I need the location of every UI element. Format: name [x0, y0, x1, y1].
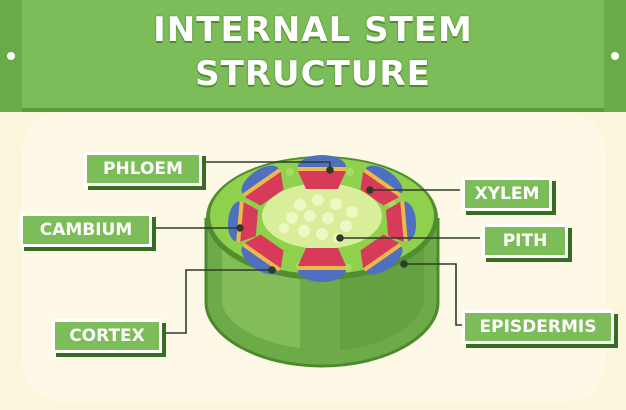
label-pith: PITH	[482, 224, 568, 258]
label-cortex: CORTEX	[52, 319, 162, 353]
label-phloem: PHLOEM	[84, 152, 202, 186]
label-xylem: XYLEM	[462, 177, 552, 211]
title-line-1: INTERNAL STEM	[153, 10, 473, 50]
leader-cortex	[160, 269, 272, 334]
label-epidermis: EPISDERMIS	[462, 310, 614, 344]
vascular-bundle-8	[241, 165, 284, 206]
leader-epidermis	[404, 263, 462, 326]
title-line-2: STRUCTURE	[195, 54, 431, 94]
leader-lines	[150, 161, 480, 334]
label-cambium: CAMBIUM	[20, 213, 152, 247]
pin-right	[611, 52, 619, 60]
pith-area	[262, 183, 382, 249]
vascular-bundle-5	[298, 248, 346, 282]
pin-left	[7, 52, 15, 60]
vascular-bundle-4	[360, 234, 403, 275]
pith-cells	[279, 194, 358, 243]
title-banner	[0, 0, 626, 112]
vascular-bundle-1	[298, 155, 346, 189]
page-title: INTERNAL STEM STRUCTURE	[0, 8, 626, 96]
vascular-bundle-3	[385, 201, 417, 242]
vascular-bundle-7	[227, 201, 259, 242]
stem-cross-section	[206, 155, 438, 282]
